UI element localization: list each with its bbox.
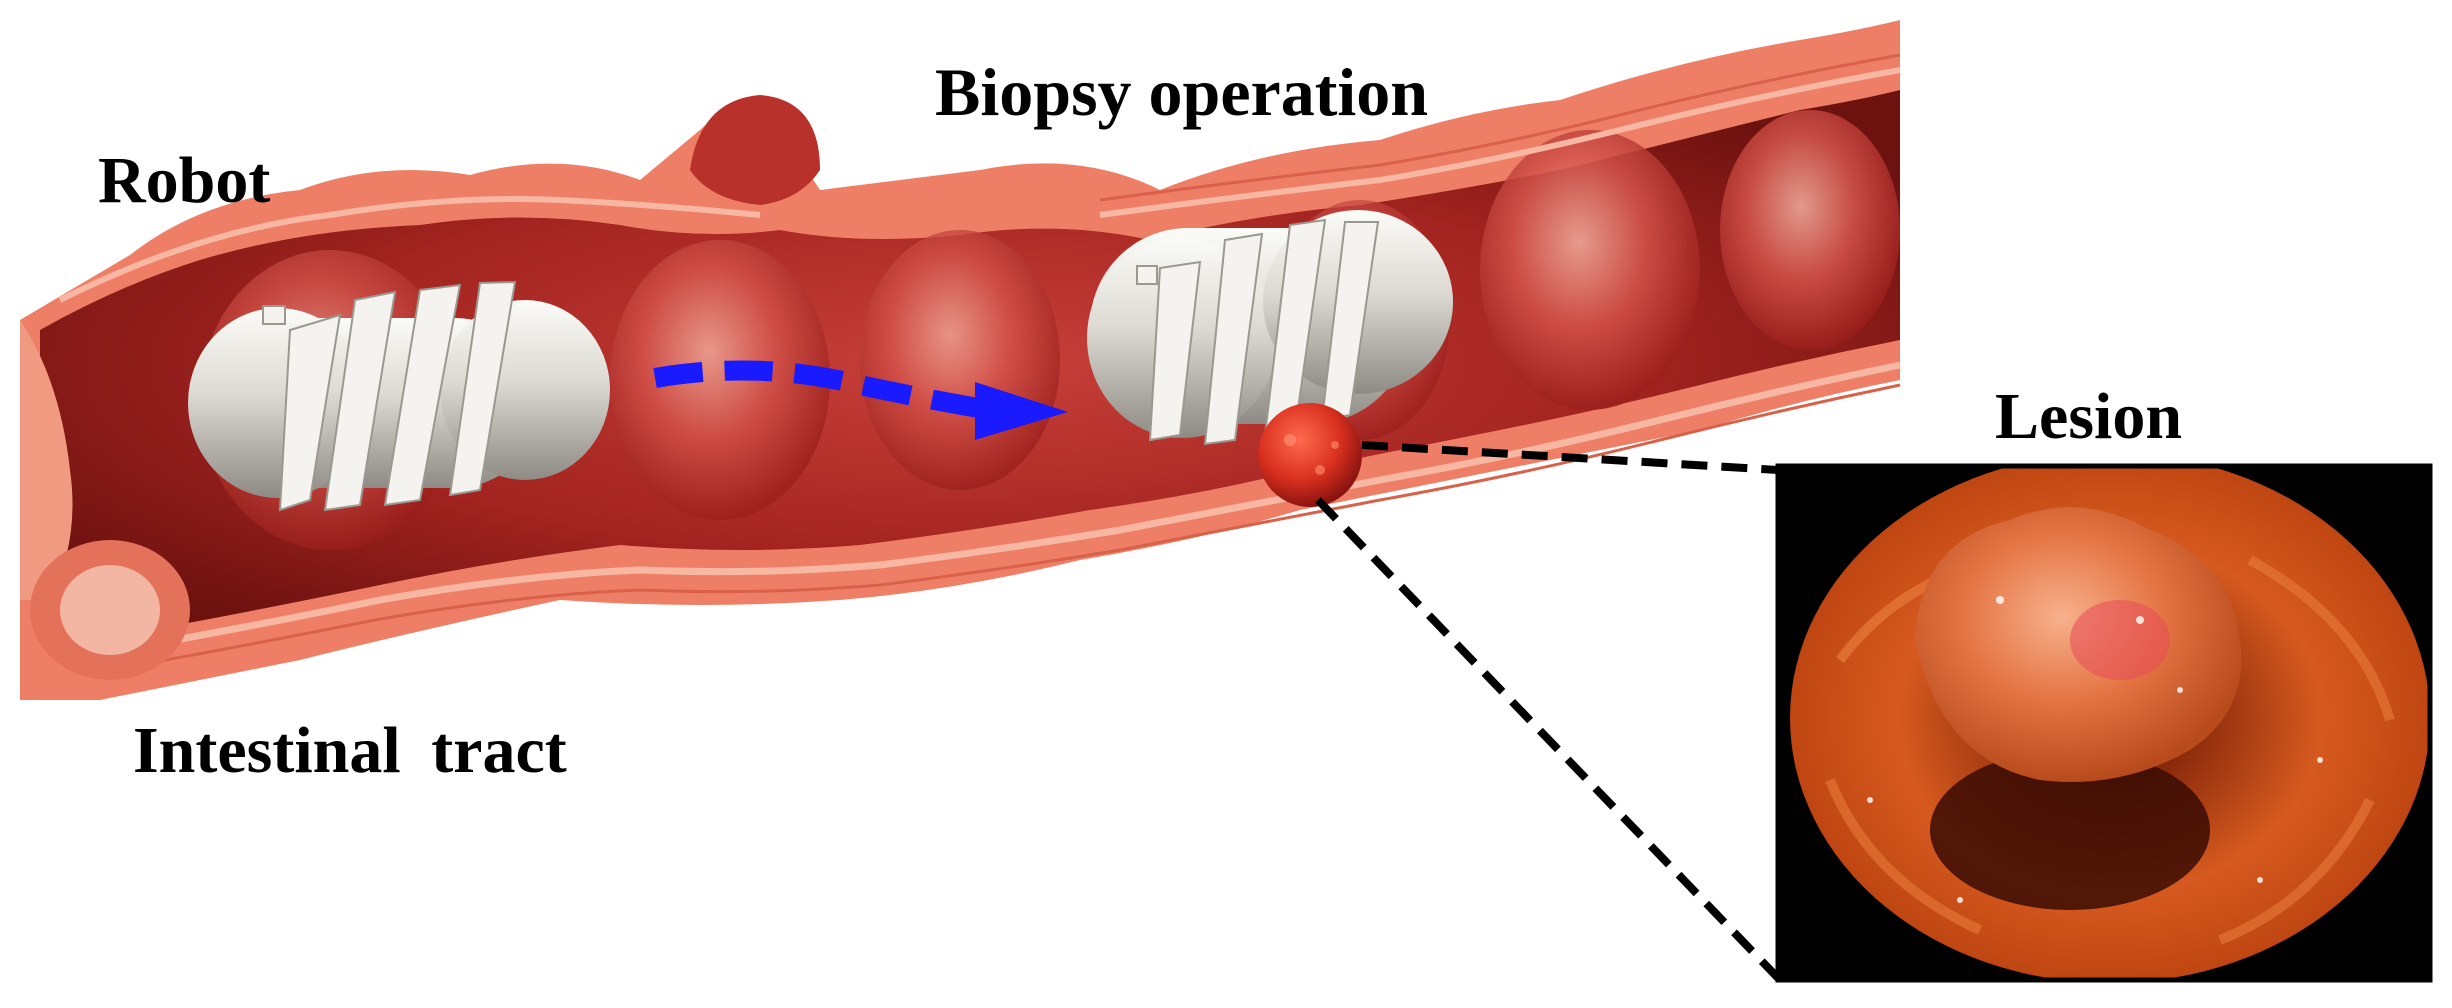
intestinal-tract-illustration (20, 20, 1901, 700)
lesion-label: Lesion (1995, 380, 2183, 453)
movement-arrow-icon (653, 360, 1068, 440)
endoscopy-lesion-image (1775, 463, 2433, 983)
spiral-capsule-robot-icon (188, 280, 610, 512)
lesion-polyp-icon (1258, 403, 1362, 507)
biopsy-operation-label: Biopsy operation (935, 54, 1429, 130)
intestinal-tract-label: Intestinal tract (133, 714, 567, 787)
spiral-capsule-robot-icon (1087, 210, 1453, 456)
lesion-callout-lines (1315, 441, 1781, 981)
robot-label: Robot (98, 144, 271, 217)
